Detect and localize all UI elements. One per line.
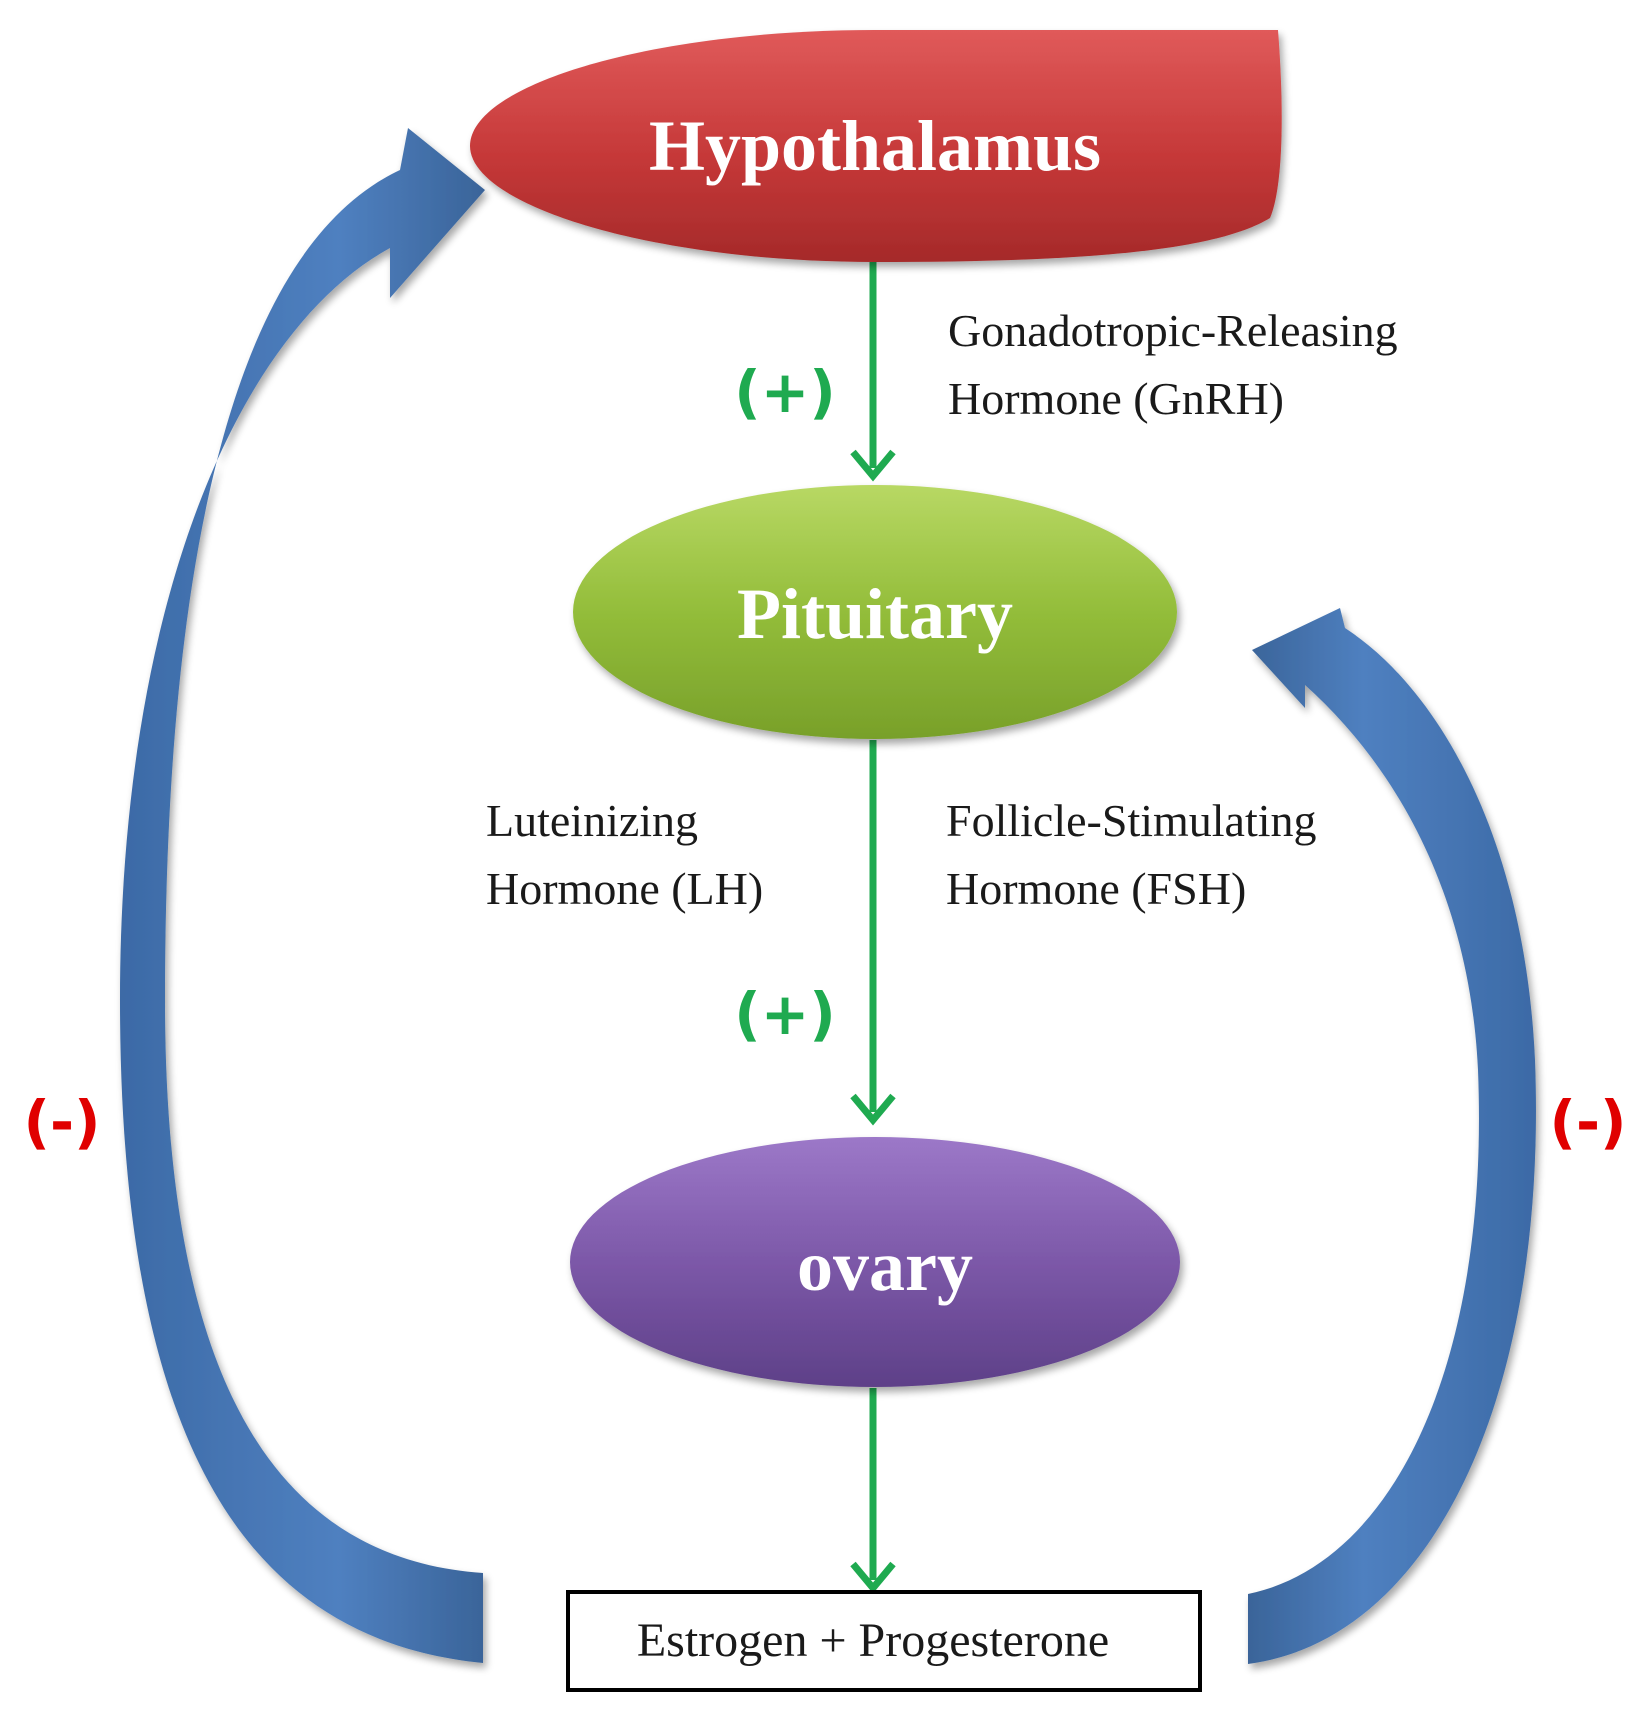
right-feedback-arrow <box>1248 608 1536 1664</box>
ovary-node: ovary <box>570 1137 1180 1387</box>
steroid-arrow <box>850 1388 896 1594</box>
right-negative-sign: (-) <box>1549 1088 1626 1156</box>
lh-label-line1: Luteinizing <box>486 795 698 846</box>
gnrh-positive-sign: (+) <box>734 358 836 426</box>
hormones-box: Estrogen + Progesterone <box>566 1590 1202 1692</box>
gnrh-arrow <box>850 262 896 482</box>
lh-label-line2: Hormone (LH) <box>486 863 763 914</box>
fsh-label-line2: Hormone (FSH) <box>946 863 1246 914</box>
left-negative-sign: (-) <box>23 1088 100 1156</box>
hypothalamus-node: Hypothalamus <box>470 30 1282 262</box>
hormones-label: Estrogen + Progesterone <box>637 1614 1109 1667</box>
left-feedback-arrow <box>120 128 485 1663</box>
ovary-label: ovary <box>797 1226 973 1306</box>
pituitary-node: Pituitary <box>573 485 1177 739</box>
pituitary-label: Pituitary <box>737 574 1013 654</box>
gonadotropin-positive-sign: (+) <box>734 980 836 1048</box>
hypothalamus-label: Hypothalamus <box>649 106 1101 186</box>
fsh-label-line1: Follicle-Stimulating <box>946 795 1317 846</box>
gnrh-label-line2: Hormone (GnRH) <box>948 373 1284 424</box>
gonadotropin-arrow <box>850 740 896 1126</box>
gnrh-label-line1: Gonadotropic-Releasing <box>948 305 1398 356</box>
